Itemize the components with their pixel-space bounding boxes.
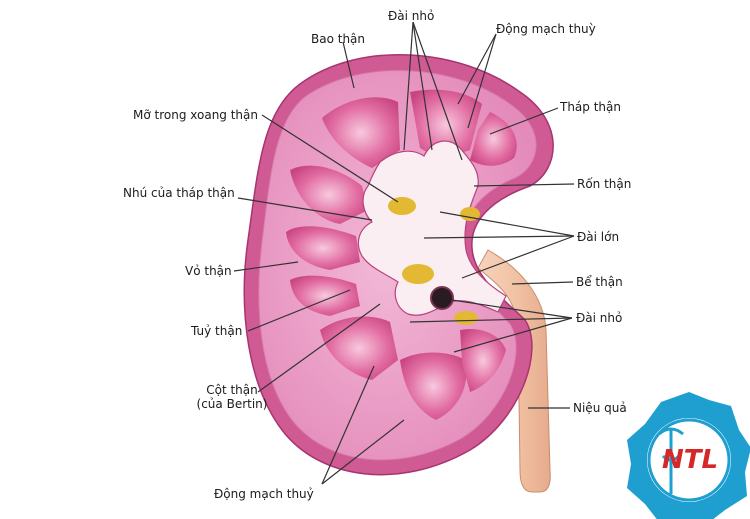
label-vo-than: Vỏ thận [185,264,232,278]
label-nieu-quan: Niệu quả [573,401,627,415]
label-be-than: Bể thận [576,275,623,289]
label-mo-trong-xoang-than: Mỡ trong xoang thận [133,108,258,122]
label-cot-than: Cột thận (của Bertin) [182,383,282,411]
label-dai-nho-right: Đài nhỏ [576,311,623,325]
label-thap-than: Tháp thận [560,100,621,114]
logo-text: NTL [661,445,719,475]
renal-pyramids [286,89,517,420]
label-dong-mach-thuy-top: Động mạch thuỳ [496,22,596,36]
label-dai-nho-top: Đài nhỏ [388,9,435,23]
label-tuy-than: Tuỷ thận [191,324,243,338]
ntl-logo [627,392,750,519]
leader-lines [233,21,575,485]
label-dong-mach-thuy-bottom: Động mạch thuỷ [214,487,314,501]
label-dai-lon: Đài lớn [577,230,620,244]
sinus-fat [388,197,480,325]
label-ron-than: Rốn thận [577,177,632,191]
label-nhu-cua-thap-than: Nhú của tháp thận [123,186,235,200]
label-cot-than-line1: Cột thận [206,383,258,397]
renal-vessel-section [430,286,454,310]
label-bao-than: Bao thận [311,32,366,46]
label-cot-than-line2: (của Bertin) [196,397,268,411]
caduceus-icon [658,427,684,494]
